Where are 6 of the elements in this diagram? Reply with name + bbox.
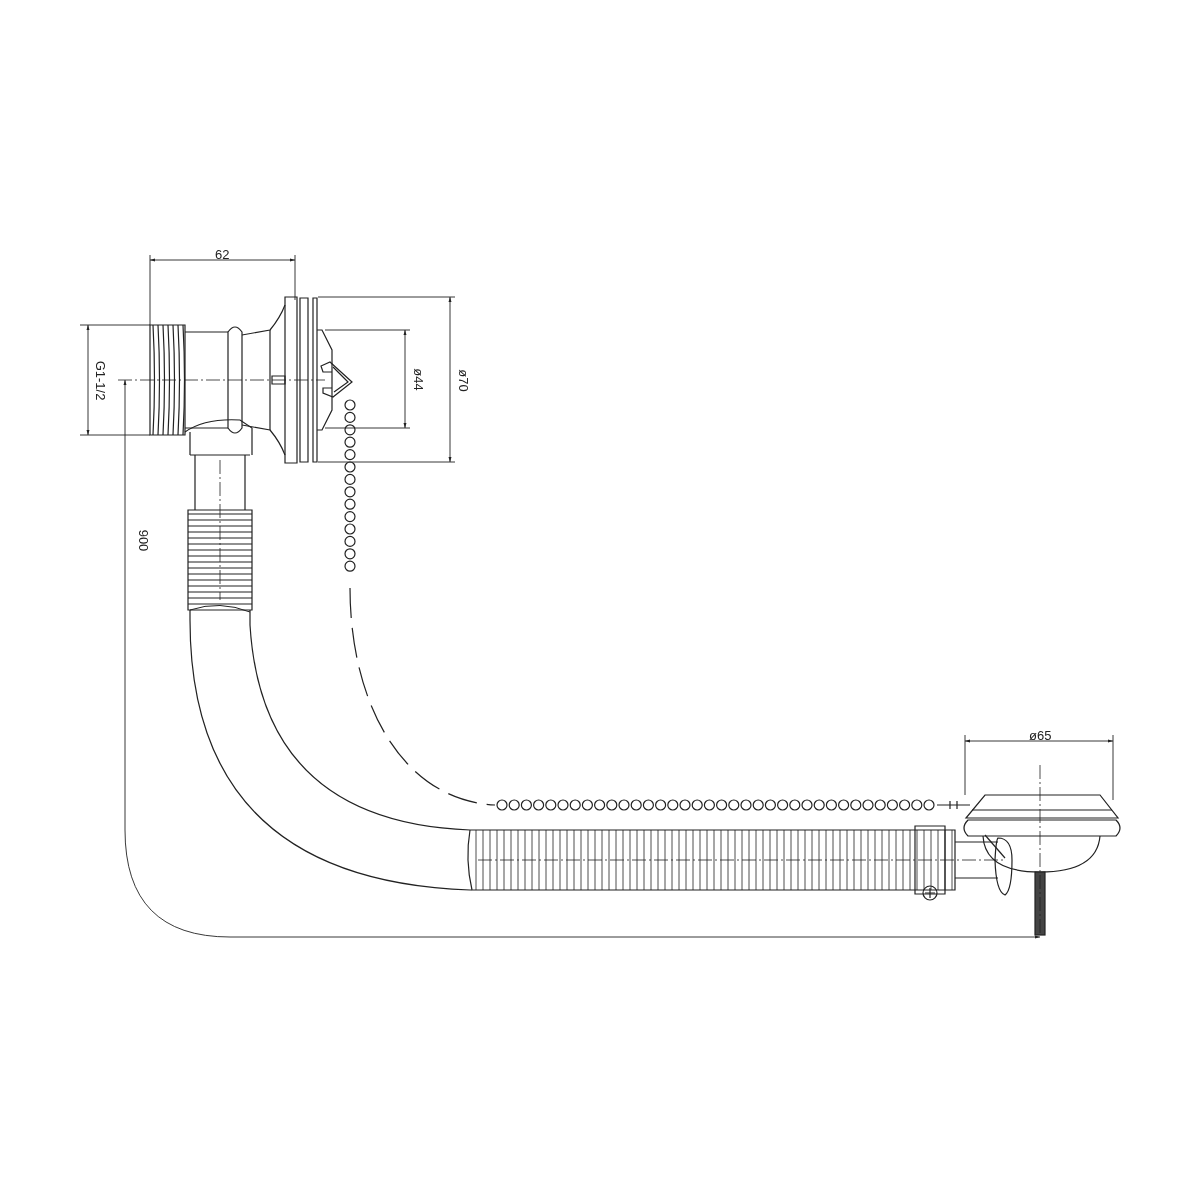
dimension-label: ø44 — [411, 367, 425, 391]
dimension-label: 900 — [136, 529, 150, 551]
dimension-label: 62 — [215, 247, 230, 261]
dimension-label: G1-1/2 — [93, 360, 107, 400]
dimension-label: ø65 — [1029, 728, 1052, 742]
dimension-label: ø70 — [456, 368, 470, 392]
